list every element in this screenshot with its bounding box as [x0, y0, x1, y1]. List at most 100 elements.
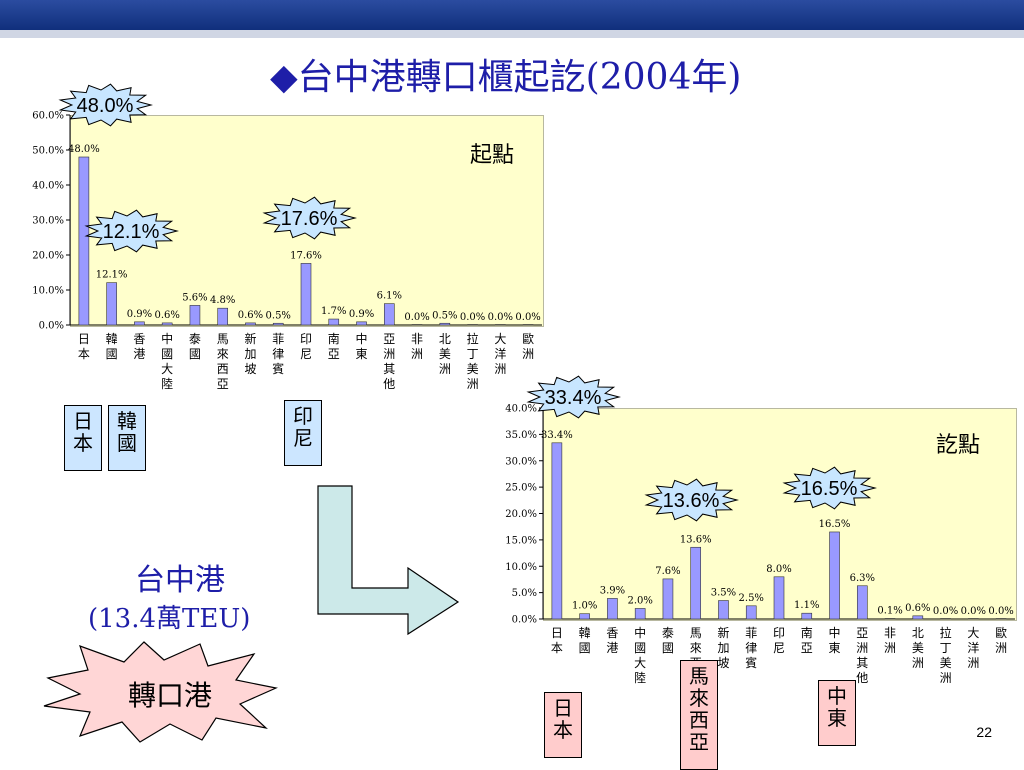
destination-category-label: 南: [801, 625, 813, 640]
destination-callout-label: 33.4%: [545, 387, 602, 409]
destination-category-label: 洲: [940, 671, 952, 685]
destination-category-label: 國: [662, 641, 674, 655]
destination-callout-burst: [644, 478, 739, 522]
destination-category-label: 大: [634, 656, 646, 670]
destination-data-label: 2.5%: [739, 593, 764, 604]
origin-category-label: 本: [78, 347, 90, 361]
origin-data-label: 17.6%: [290, 250, 322, 261]
origin-y-tick-label: 30.0%: [32, 216, 64, 227]
destination-category-label: 洲: [995, 641, 1007, 655]
origin-data-label: 0.5%: [432, 310, 457, 321]
destination-data-label: 0.1%: [877, 605, 902, 616]
destination-callout-burst: [526, 375, 621, 419]
origin-category-label: 中: [161, 331, 173, 346]
origin-bar: [522, 324, 534, 326]
origin-data-label: 4.8%: [210, 295, 235, 306]
destination-category-label: 洲: [856, 641, 868, 655]
destination-bar: [634, 608, 646, 620]
origin-category-label: 東: [356, 347, 368, 361]
destination-callout-burst: [782, 466, 877, 510]
destination-bar: [829, 531, 840, 620]
destination-category-label: 韓: [579, 626, 591, 640]
origin-category-label: 中: [356, 331, 368, 346]
destination-category-label: 馬: [690, 626, 702, 640]
origin-data-label: 0.0%: [404, 312, 429, 323]
origin-category-label: 亞: [383, 332, 395, 346]
origin-callout-burst: [262, 196, 357, 240]
origin-category-label: 西: [217, 362, 229, 376]
destination-bar: [995, 618, 1007, 620]
origin-data-label: 6.1%: [377, 291, 402, 302]
origin-category-label: 印: [300, 332, 312, 346]
destination-category-label: 丁: [940, 641, 952, 655]
destination-data-label: 0.0%: [988, 606, 1013, 617]
destination-category-label: 亞: [801, 641, 813, 655]
destination-y-tick-label: 0.0%: [512, 615, 537, 626]
origin-title: 起點: [470, 143, 514, 168]
destination-category-label: 歐: [995, 625, 1007, 640]
top-banner: [0, 0, 1024, 30]
origin-category-label: 泰: [189, 332, 201, 346]
origin-category-label: 來: [217, 347, 229, 361]
origin-bar: [134, 321, 145, 326]
destination-data-label: 13.6%: [680, 534, 712, 545]
destination-bar: [551, 442, 563, 620]
destination-category-label: 他: [856, 671, 868, 685]
origin-y-tick-label: 10.0%: [32, 286, 64, 297]
origin-highlight-japan: 日本: [64, 405, 102, 471]
destination-bar: [579, 613, 590, 620]
origin-category-label: 洲: [383, 347, 395, 361]
destination-category-label: 亞: [856, 626, 868, 640]
origin-category-label: 大: [161, 362, 173, 376]
origin-data-label: 12.1%: [96, 270, 128, 281]
destination-title: 訖點: [936, 433, 980, 458]
origin-callout-label: 48.0%: [77, 95, 134, 117]
destination-bar: [662, 578, 674, 620]
destination-bar: [912, 615, 924, 620]
origin-data-label: 0.5%: [266, 310, 291, 321]
destination-bar: [968, 618, 979, 620]
origin-category-label: 美: [467, 362, 479, 376]
slide-title: ◆台中港轉口櫃起訖(2004年): [270, 57, 742, 98]
origin-category-label: 拉: [467, 331, 479, 346]
origin-category-label: 賓: [272, 361, 284, 376]
origin-category-label: 歐: [522, 331, 534, 346]
top-banner-divider: [0, 30, 1024, 38]
origin-category-label: 新: [244, 331, 256, 346]
origin-category-label: 尼: [300, 347, 312, 361]
origin-category-label: 陸: [161, 377, 173, 391]
destination-category-label: 賓: [745, 655, 757, 670]
origin-category-label: 國: [106, 347, 118, 361]
destination-category-label: 非: [884, 626, 896, 640]
origin-category-label: 洲: [467, 377, 479, 391]
origin-category-label: 國: [161, 347, 173, 361]
origin-bar: [217, 307, 229, 326]
destination-category-label: 新: [717, 625, 729, 640]
destination-category-label: 中: [829, 625, 841, 640]
destination-callout-label: 16.5%: [801, 478, 858, 500]
destination-data-label: 2.0%: [627, 595, 652, 606]
origin-callout-burst: [58, 83, 153, 127]
origin-category-label: 亞: [328, 347, 340, 361]
destination-bar: [607, 598, 618, 620]
origin-bar: [106, 282, 117, 326]
destination-category-label: 泰: [662, 626, 674, 640]
destination-data-label: 8.0%: [766, 564, 791, 575]
destination-data-label: 16.5%: [819, 519, 851, 530]
destination-data-label: 0.6%: [905, 603, 930, 614]
origin-category-label: 洲: [411, 347, 423, 361]
destination-category-label: 東: [829, 641, 841, 655]
destination-bar: [745, 605, 757, 620]
origin-category-label: 香: [133, 332, 145, 346]
origin-data-label: 0.9%: [127, 309, 152, 320]
origin-bar: [189, 305, 201, 326]
destination-category-label: 港: [606, 641, 618, 655]
port-volume: (13.4萬TEU): [88, 604, 251, 634]
destination-bar: [884, 618, 896, 620]
destination-category-label: 大: [967, 626, 979, 640]
origin-bar: [411, 324, 423, 326]
origin-category-label: 洲: [522, 347, 534, 361]
origin-bar: [161, 322, 173, 326]
origin-bar: [272, 322, 284, 326]
